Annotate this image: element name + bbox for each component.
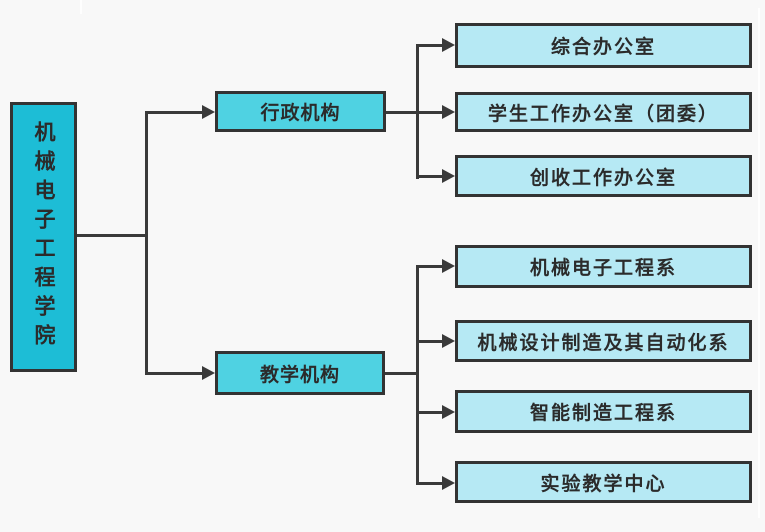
connector-teach-vertical [416,265,419,485]
leaf-node-student-work-office: 学生工作办公室（团委） [455,92,752,132]
arrowhead-icon [442,476,455,490]
arrowhead-icon [202,105,215,119]
arrowhead-icon [442,405,455,419]
branch-node-teaching: 教学机构 [215,351,385,395]
connector-to-leaf-7 [416,482,443,485]
connector-to-leaf-6 [416,411,443,414]
connector-to-leaf-1 [416,44,443,47]
arrowhead-icon [442,38,455,52]
arrowhead-icon [442,169,455,183]
arrowhead-icon [442,105,455,119]
table-gridline [80,0,82,14]
arrowhead-icon [442,259,455,273]
arrowhead-icon [202,366,215,380]
arrowhead-icon [442,334,455,348]
root-node-college: 机械电子工程学院 [10,102,77,372]
connector-to-leaf-4 [416,265,443,268]
leaf-node-revenue-office: 创收工作办公室 [455,155,752,197]
connector-to-leaf-3 [416,175,443,178]
connector-to-leaf-5 [416,340,443,343]
leaf-node-mechatronics-dept: 机械电子工程系 [455,245,752,288]
connector-teach-out [383,372,418,375]
branch-node-administrative: 行政机构 [215,91,386,132]
table-gridline [758,8,760,518]
connector-to-admin [145,111,204,114]
leaf-node-intelligent-manufacturing-dept: 智能制造工程系 [455,390,752,433]
leaf-node-experimental-teaching-center: 实验教学中心 [455,461,752,503]
leaf-node-mechanical-design-dept: 机械设计制造及其自动化系 [455,320,752,362]
connector-to-teach [145,372,204,375]
connector-admin-out [384,111,443,114]
connector-trunk-vertical [145,111,148,375]
connector-root-trunk [77,234,147,237]
connector-admin-vertical [416,44,419,179]
leaf-node-general-office: 综合办公室 [455,23,752,68]
